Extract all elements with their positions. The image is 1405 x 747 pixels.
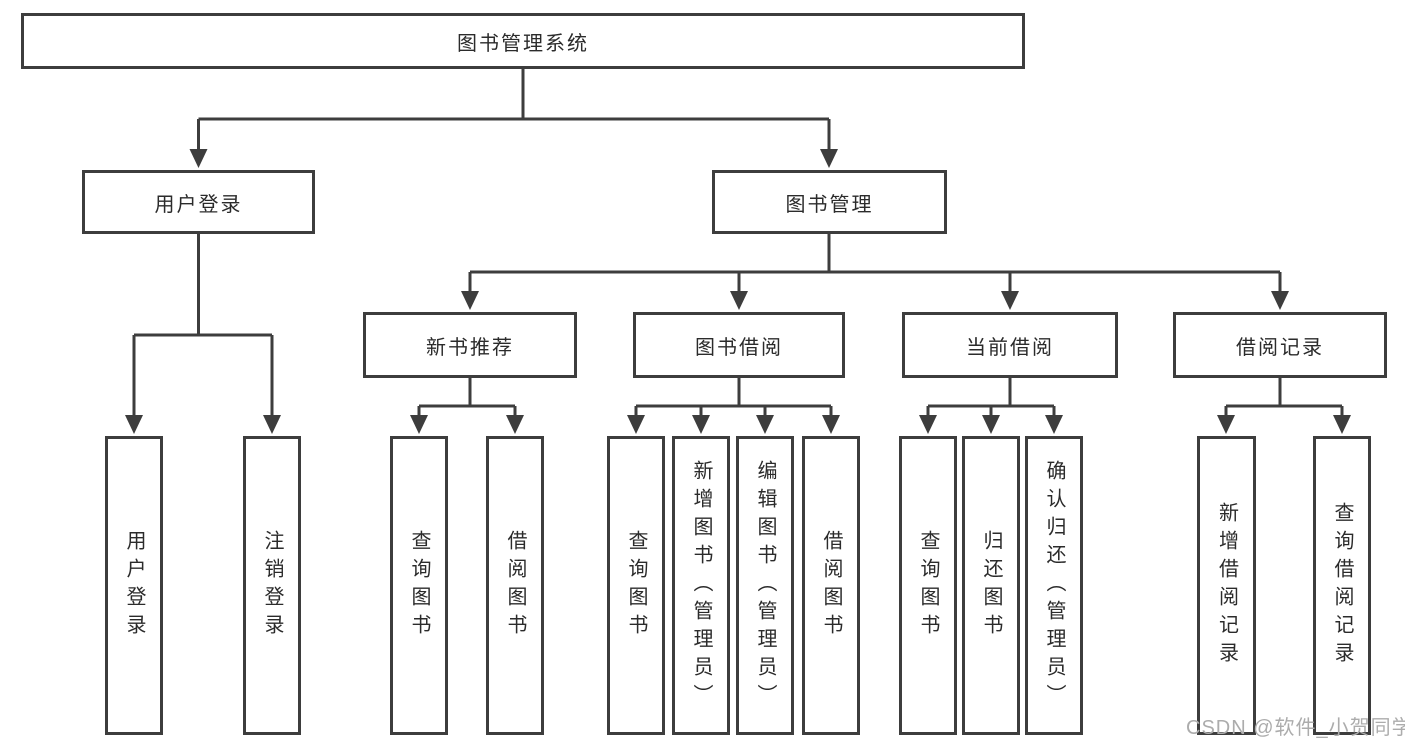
leaf-records-query-record: 查询借阅记录 [1313,436,1371,735]
node-label: 查询图书 [408,529,430,642]
node-label: 用户登录 [154,193,243,216]
node-label: 借阅记录 [1236,336,1324,359]
leaf-borrow-borrow-book: 借阅图书 [802,436,860,735]
node-library-system: 图书管理系统 [21,13,1025,69]
node-user-login: 用户登录 [82,170,315,234]
node-book-borrow: 图书借阅 [633,312,845,378]
leaf-borrow-query-book: 查询图书 [607,436,665,735]
node-label: 借阅图书 [820,529,842,642]
connector-current-borrow-to-leaves [926,378,1056,417]
node-label: 用户登录 [123,529,145,642]
node-label: 图书管理 [785,193,874,216]
node-label: 新增图书（管理员） [690,459,712,712]
connector-book-borrow-to-leaves [634,378,833,417]
connector-borrow-records-to-leaves [1224,378,1344,417]
leaf-borrow-add-book-admin: 新增图书（管理员） [672,436,730,735]
node-label: 确认归还（管理员） [1043,459,1065,712]
node-label: 图书管理系统 [457,32,589,55]
arrowheads [125,149,1351,434]
connector-new-book-to-leaves [417,378,517,417]
node-label: 当前借阅 [966,336,1054,359]
node-current-borrow: 当前借阅 [902,312,1118,378]
node-label: 借阅图书 [504,529,526,642]
node-borrow-records: 借阅记录 [1173,312,1387,378]
node-label: 查询图书 [917,529,939,642]
leaf-records-add-record: 新增借阅记录 [1197,436,1256,735]
leaf-recommend-query-book: 查询图书 [390,436,448,735]
node-label: 归还图书 [980,529,1002,642]
node-label: 编辑图书（管理员） [754,459,776,712]
leaf-login-user-login: 用户登录 [105,436,163,735]
connector-book-management-to-level3 [468,234,1282,293]
node-book-management: 图书管理 [712,170,947,234]
node-label: 查询图书 [625,529,647,642]
connector-user-login-to-leaves [132,234,274,417]
node-label: 注销登录 [261,529,283,642]
node-label: 查询借阅记录 [1331,501,1353,670]
leaf-borrow-edit-book-admin: 编辑图书（管理员） [736,436,794,735]
watermark: CSDN @软件_小贺同学 [1186,717,1405,739]
connector-root-to-level2 [197,68,831,151]
leaf-login-logout: 注销登录 [243,436,301,735]
leaf-current-confirm-return-admin: 确认归还（管理员） [1025,436,1083,735]
node-label: 新书推荐 [426,336,514,359]
node-label: 新增借阅记录 [1215,501,1238,670]
node-new-book-recommend: 新书推荐 [363,312,577,378]
leaf-recommend-borrow-book: 借阅图书 [486,436,544,735]
leaf-current-return-book: 归还图书 [962,436,1020,735]
node-label: 图书借阅 [695,336,783,359]
leaf-current-query-book: 查询图书 [899,436,957,735]
